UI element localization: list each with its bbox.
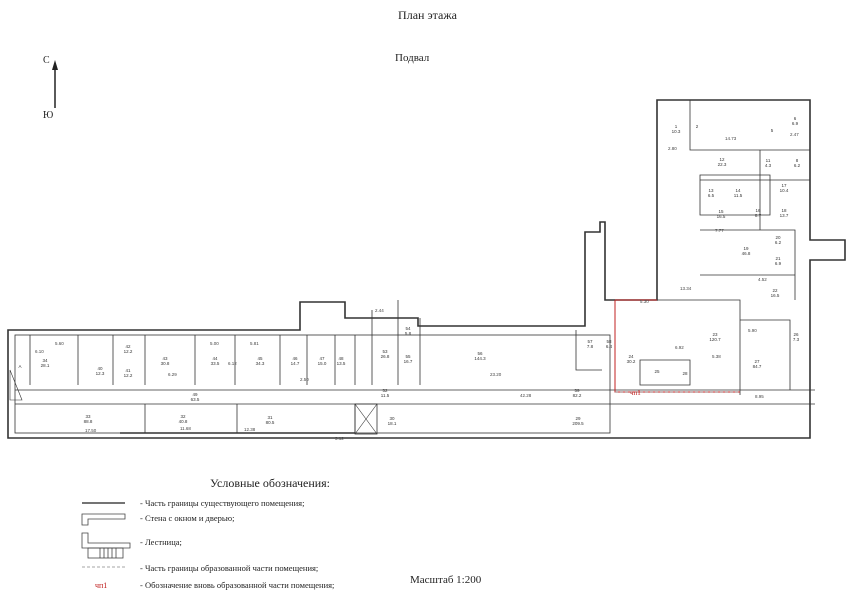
dimension-label: 6.29 <box>168 372 177 377</box>
dimension-label: 8.95 <box>755 394 764 399</box>
dimension-label: 7.77 <box>715 228 724 233</box>
dimension-label: 23.20 <box>490 372 502 377</box>
legend-title: Условные обозначения: <box>210 476 331 490</box>
room-mark: 28 <box>682 371 688 376</box>
legend-part-mark: чп1 <box>95 581 108 590</box>
dimension-label: 5.38 <box>712 354 721 359</box>
legend-stairs-symbol <box>81 532 131 559</box>
legend-item: - Обозначение вновь образованной части п… <box>140 580 335 590</box>
legend-item: - Часть границы существующего помещения; <box>140 498 305 508</box>
dimension-label: 6.10 <box>35 349 44 354</box>
dimension-label: 2.47 <box>790 132 799 137</box>
dimension-label: 42.28 <box>520 393 532 398</box>
floor-name: Подвал <box>395 52 430 64</box>
dimension-labels: 5.60 6.10 17.50 11.68 12.38 5.00 5.81 6.29 6.12 2… <box>35 132 799 441</box>
room-mark: 2 <box>696 124 699 129</box>
compass-south: Ю <box>43 110 54 121</box>
room-mark: 25 <box>654 369 660 374</box>
dimension-label: 6.12 <box>228 361 237 366</box>
dimension-label: 5.30 <box>640 299 649 304</box>
dimension-label: 3.12 <box>335 436 344 441</box>
dimension-label: 5.90 <box>748 328 757 333</box>
page-title: План этажа <box>398 8 457 22</box>
dimension-label: 12.38 <box>244 427 256 432</box>
legend-item: - Стена с окном и дверью; <box>140 513 235 523</box>
room-mark: А <box>18 364 21 369</box>
legend-item: - Лестница; <box>140 537 182 547</box>
room-mark: 5 <box>771 128 774 133</box>
dimension-label: 5.00 <box>210 341 219 346</box>
dimension-label: 2.44 <box>375 308 384 313</box>
dimension-label: 5.81 <box>250 341 259 346</box>
arrow-up-icon <box>52 60 58 108</box>
dimension-label: 6.92 <box>675 345 684 350</box>
dimension-label: 5.60 <box>55 341 64 346</box>
dimension-label: 4.52 <box>758 277 767 282</box>
dimension-label: 13.34 <box>680 286 692 291</box>
dimension-label: 2.80 <box>668 146 677 151</box>
scale-label: Масштаб 1:200 <box>410 574 482 586</box>
dimension-label: 2.50 <box>300 377 309 382</box>
part-mark-label: чп1 <box>630 389 641 397</box>
dimension-label: 14.73 <box>725 136 737 141</box>
legend-item: - Часть границы образованной части помещ… <box>140 563 319 573</box>
legend-wall-symbol <box>81 513 126 526</box>
dimension-label: 17.50 <box>85 428 97 433</box>
dimension-label: 11.68 <box>180 426 191 431</box>
compass-north: С <box>43 55 50 66</box>
walls <box>7 99 846 439</box>
